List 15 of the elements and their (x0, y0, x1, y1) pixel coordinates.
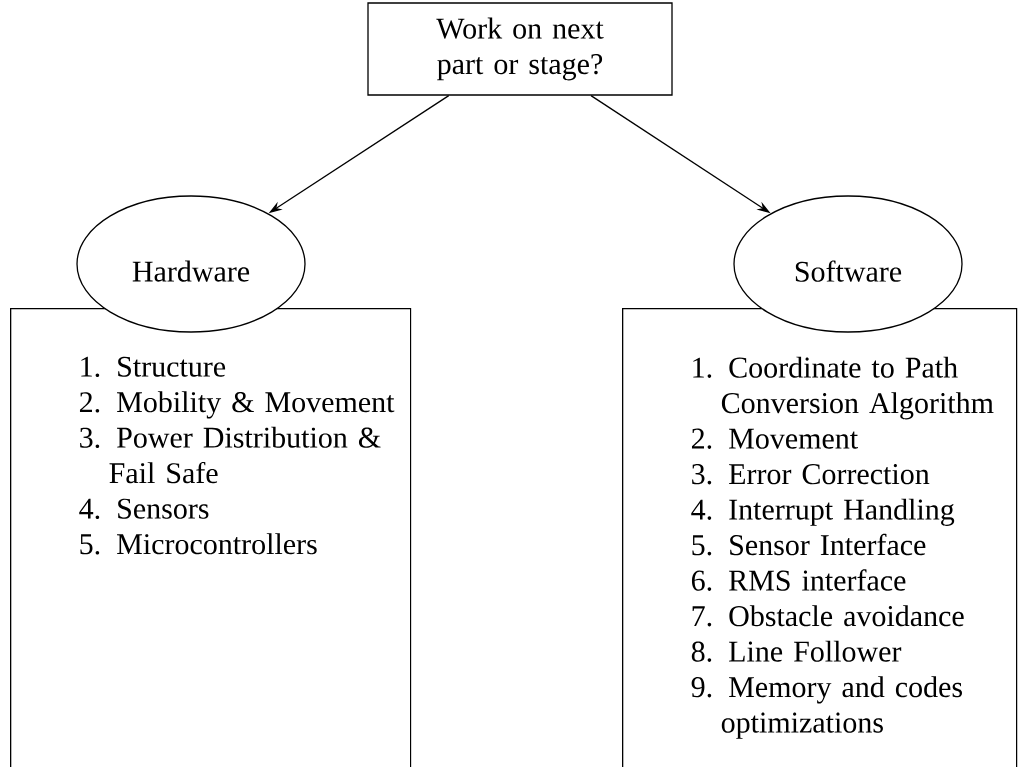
list-item: 5. Microcontrollers (80, 533, 317, 555)
list-item: 1. Coordinate to Path Conversion Algorithm (693, 356, 994, 420)
list-item: 8. Line Follower (691, 640, 902, 662)
list-item: 1. Structure (81, 356, 226, 377)
list-item: 2. Mobility & Movement (79, 391, 395, 419)
list-item: 6. RMS interface (691, 569, 906, 591)
list-item: 3. Power Distribution & Fail Safe (80, 426, 381, 484)
list-item: 7. Obstacle avoidance (692, 605, 964, 627)
list-item: 9. Memory and codes optimizations (691, 676, 962, 739)
list-item: 3. Error Correction (692, 464, 930, 485)
list-item: 2. Movement (691, 428, 858, 449)
list-item: 4. Sensors (79, 498, 209, 519)
list-item: 4. Interrupt Handling (691, 498, 955, 526)
question-box: Work on next part or stage? (367, 2, 673, 96)
list-item: 5. Sensor Interface (692, 533, 926, 556)
